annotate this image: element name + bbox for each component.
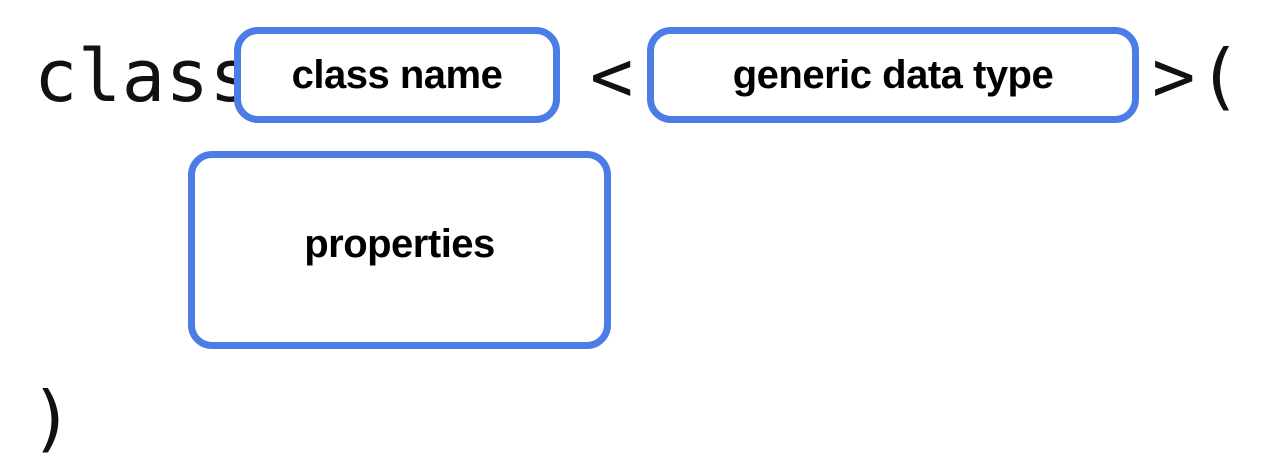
- keyword-class-token: class: [34, 34, 254, 118]
- angle-bracket-open-token: <: [590, 34, 634, 118]
- slot-properties-label: properties: [304, 222, 495, 266]
- slot-class-name-label: class name: [291, 53, 503, 97]
- paren-open-token: (: [1198, 34, 1242, 118]
- slot-generic-data-type[interactable]: generic data type: [647, 27, 1139, 123]
- slot-properties[interactable]: properties: [188, 151, 611, 349]
- slot-generic-data-type-label: generic data type: [732, 53, 1054, 97]
- slot-class-name[interactable]: class name: [234, 27, 560, 123]
- angle-bracket-close-token: >: [1152, 34, 1196, 118]
- paren-close-token: ): [30, 376, 74, 460]
